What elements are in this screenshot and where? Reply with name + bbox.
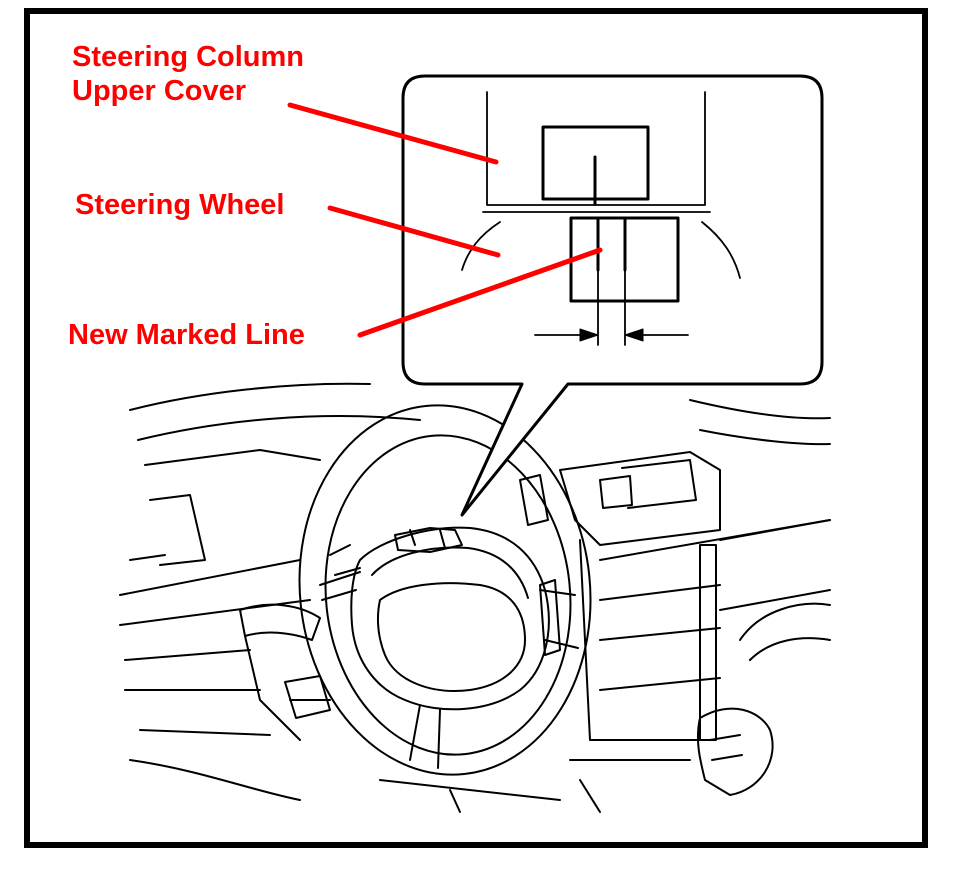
- steering-wheel-drawing: [298, 404, 592, 776]
- leader-line-steering-wheel: [327, 205, 501, 258]
- label-upper-cover-line1: Steering Column: [72, 41, 305, 73]
- label-upper-cover-line2: Upper Cover: [72, 75, 247, 107]
- label-new-marked-line: New Marked Line: [68, 319, 305, 351]
- dashboard-drawing: [119, 382, 831, 813]
- label-steering-column-upper-cover: Steering Column Upper Cover: [72, 40, 304, 108]
- label-steering-wheel: Steering Wheel: [75, 189, 285, 221]
- detail-callout-bubble: [401, 74, 824, 517]
- leader-line-upper-cover: [287, 102, 499, 165]
- leader-line-new-marked-line: [357, 247, 603, 338]
